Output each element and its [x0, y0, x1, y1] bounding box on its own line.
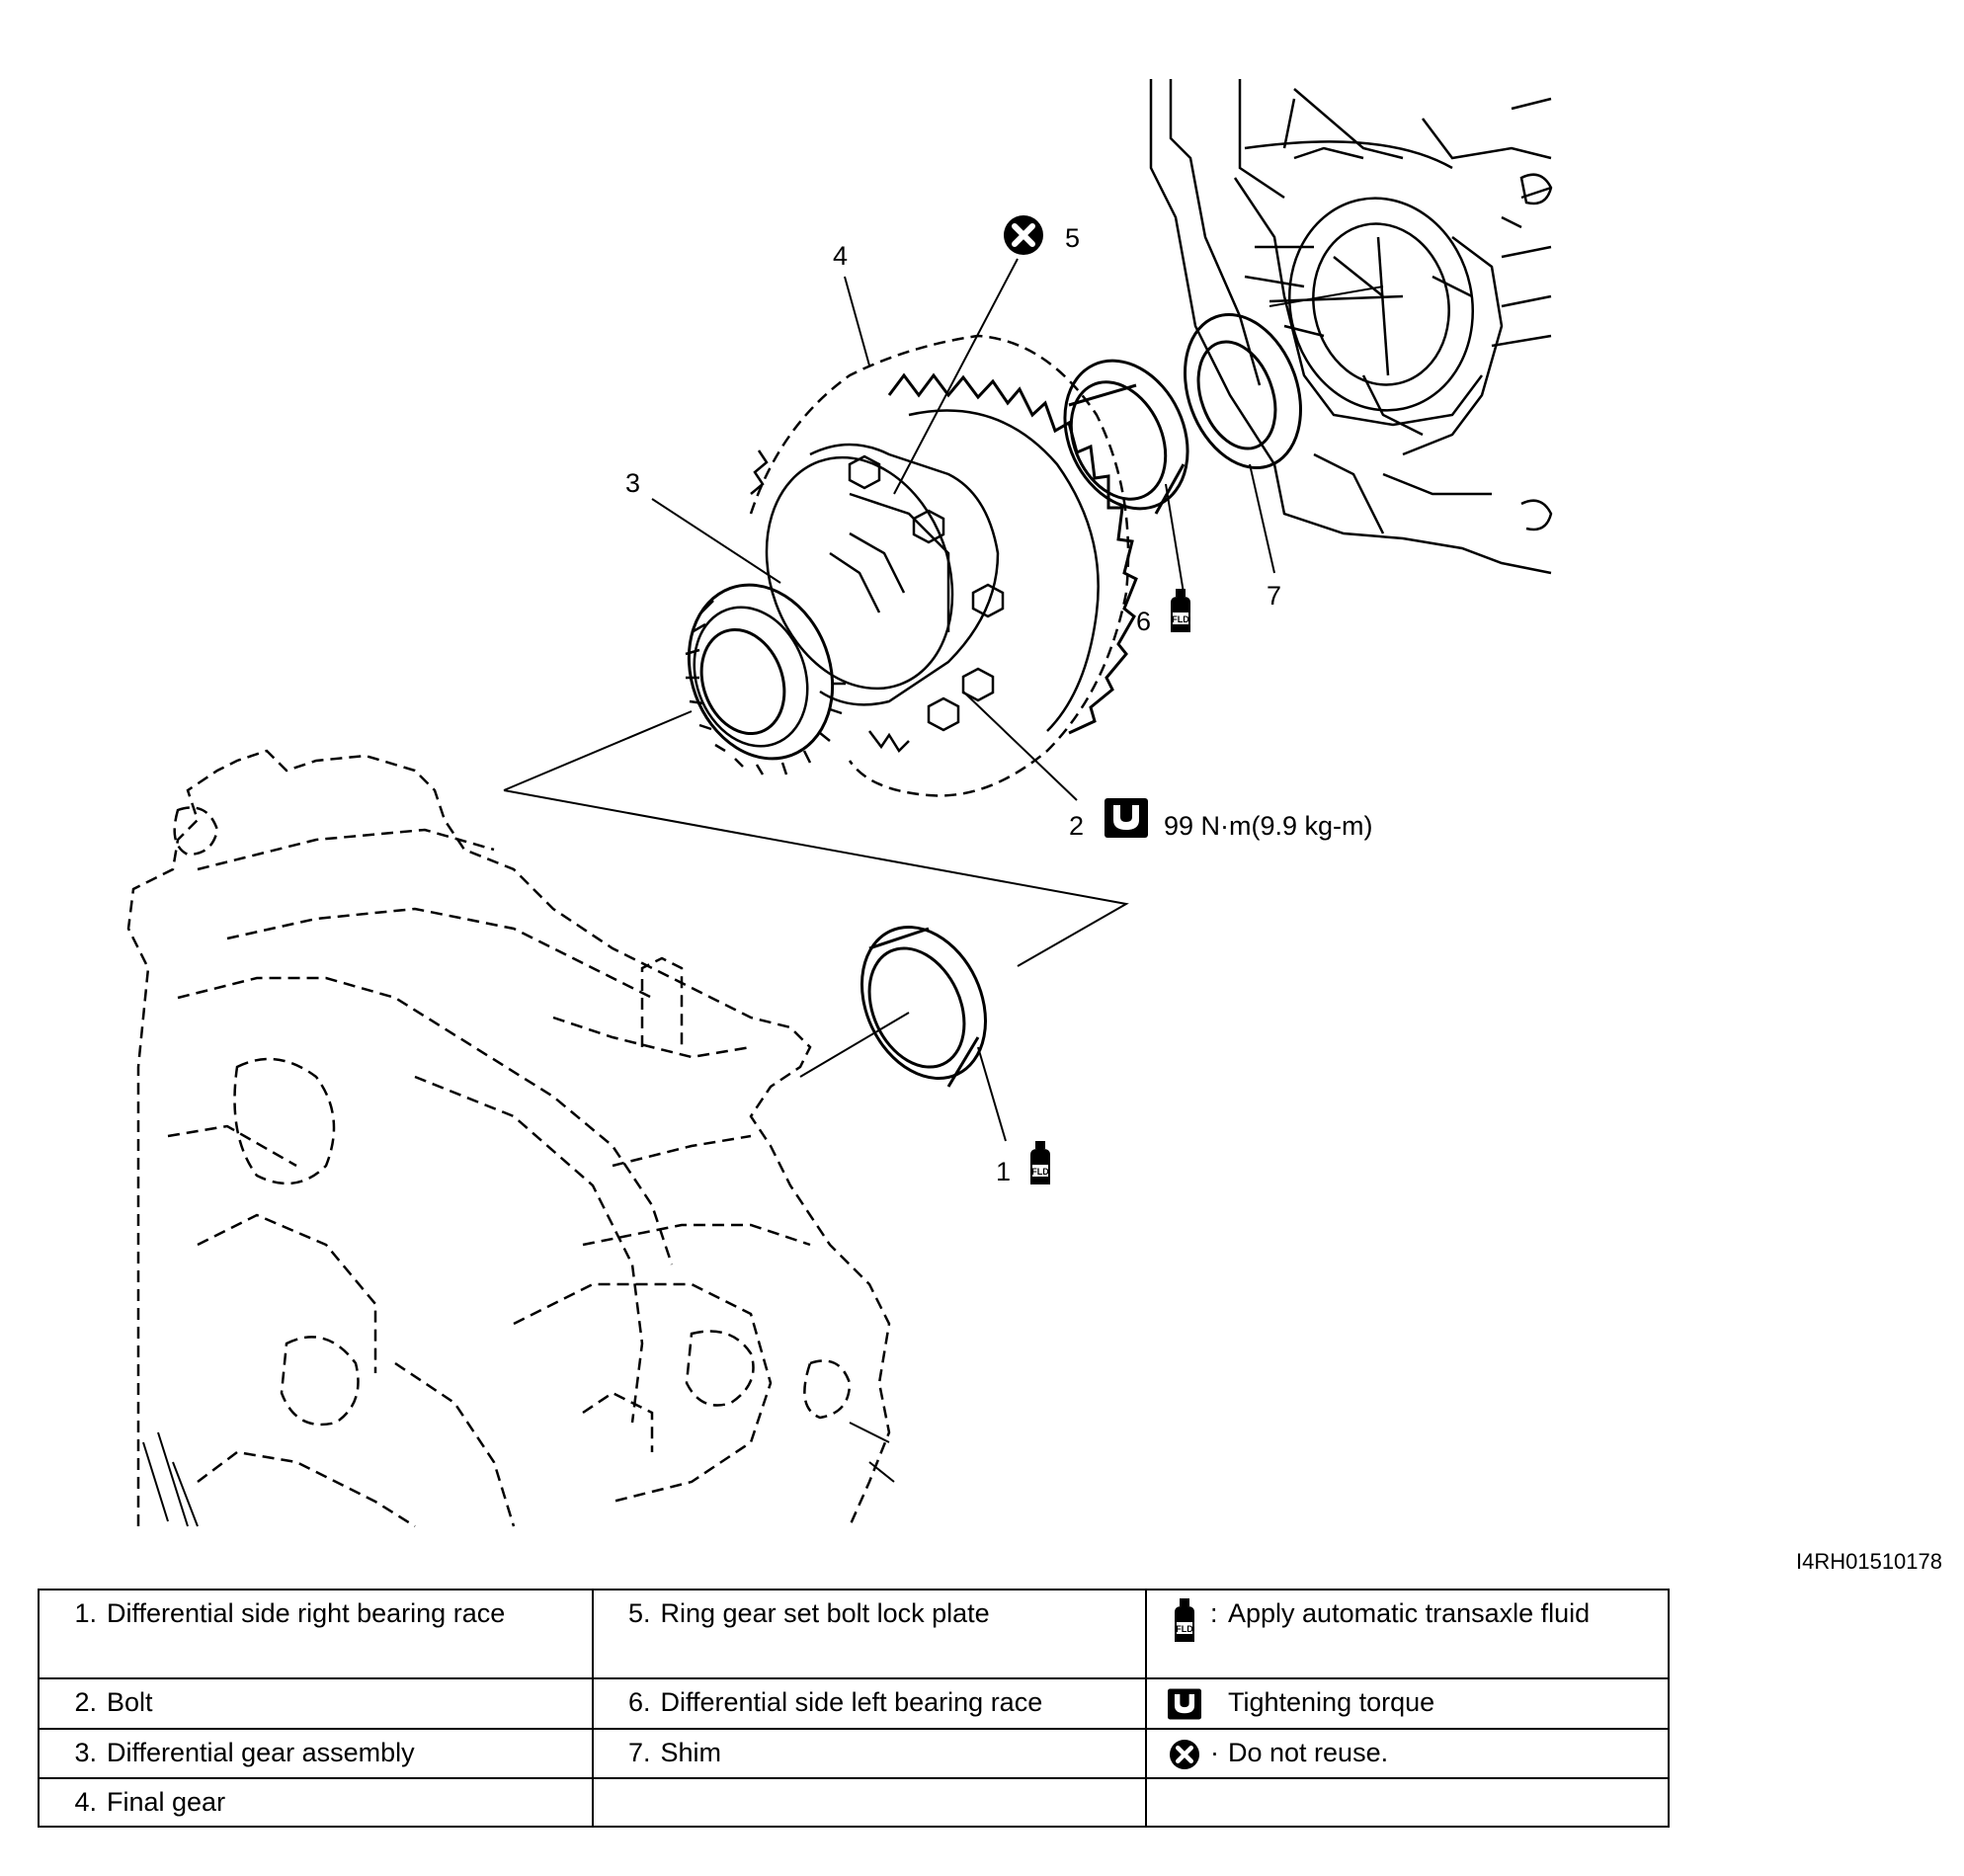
item-label: Shim: [660, 1737, 722, 1767]
legend-cell: [591, 1776, 1147, 1828]
symbol-meaning: Apply automatic transaxle fluid: [1228, 1598, 1591, 1628]
item-label: Differential gear assembly: [107, 1737, 415, 1767]
callout-6: 6: [1136, 607, 1151, 636]
callout-3: 3: [625, 468, 640, 498]
symbol-meaning: Do not reuse.: [1228, 1737, 1389, 1767]
legend-cell: 2. Bolt: [38, 1677, 594, 1730]
legend-row: 3. Differential gear assembly 7. Shim · Do no…: [38, 1727, 1670, 1779]
legend-cell: 4. Final gear: [38, 1776, 594, 1828]
separator: :: [1210, 1598, 1218, 1628]
callout-1: 1: [996, 1157, 1011, 1186]
legend-row: 2. Bolt 6. Differential side left bearing r…: [38, 1677, 1670, 1730]
shim-ring: [1184, 313, 1302, 469]
item-number: 2.: [74, 1687, 97, 1717]
torque-wrench-icon: [1105, 798, 1148, 838]
do-not-reuse-icon: [1159, 1738, 1210, 1769]
leader-lines: [651, 258, 1275, 1142]
legend-cell: 6. Differential side left bearing race: [591, 1677, 1147, 1730]
torque-wrench-icon: [1159, 1687, 1210, 1720]
case-edge-strokes: [142, 1422, 895, 1527]
legend-symbol-cell: [1145, 1776, 1670, 1828]
item-label: Differential side left bearing race: [660, 1687, 1043, 1717]
item-label: Differential side right bearing race: [107, 1598, 506, 1628]
fluid-bottle-icon: [1171, 589, 1190, 632]
item-label: Final gear: [107, 1786, 226, 1817]
symbol-meaning: Tightening torque: [1228, 1687, 1435, 1717]
legend-cell: 7. Shim: [591, 1727, 1147, 1779]
item-number: 3.: [74, 1737, 97, 1767]
figure-id: I4RH01510178: [1795, 1549, 1942, 1574]
fluid-bottle-icon: [1030, 1141, 1050, 1184]
callout-5: 5: [1065, 223, 1080, 253]
item-number: 5.: [627, 1598, 651, 1628]
legend-table: 1. Differential side right bearing race 5.…: [38, 1589, 1670, 1828]
transaxle-case-outline: [126, 749, 891, 1528]
legend-cell: 5. Ring gear set bolt lock plate: [591, 1589, 1147, 1679]
transmission-housing: [1149, 79, 1553, 575]
left-bearing-race: [1063, 359, 1189, 515]
callout-2: 2: [1069, 811, 1084, 841]
fluid-bottle-icon: [1159, 1598, 1210, 1644]
item-number: 7.: [627, 1737, 651, 1767]
torque-spec: 99 N·m(9.9 kg-m): [1164, 811, 1373, 841]
legend-symbol-cell: · Do not reuse.: [1145, 1727, 1670, 1779]
legend-row: 1. Differential side right bearing race 5.…: [38, 1589, 1670, 1679]
right-bearing-race: [860, 925, 987, 1088]
legend-cell: 1. Differential side right bearing race: [38, 1589, 594, 1679]
separator: ·: [1210, 1737, 1219, 1767]
item-number: 1.: [74, 1598, 97, 1628]
callout-4: 4: [833, 241, 848, 271]
item-number: 4.: [74, 1786, 97, 1817]
legend-cell: 3. Differential gear assembly: [38, 1727, 594, 1779]
item-label: Bolt: [107, 1687, 153, 1717]
legend-symbol-cell: Tightening torque: [1145, 1677, 1670, 1730]
item-number: 6.: [627, 1687, 651, 1717]
exploded-view-diagram: FLD: [126, 79, 1553, 1528]
callout-7: 7: [1267, 581, 1281, 611]
legend-row: 4. Final gear: [38, 1776, 1670, 1828]
item-label: Ring gear set bolt lock plate: [660, 1598, 990, 1628]
alignment-lines: [503, 285, 1384, 1078]
legend-symbol-cell: : Apply automatic transaxle fluid: [1145, 1589, 1670, 1679]
do-not-reuse-icon: [1004, 215, 1043, 255]
